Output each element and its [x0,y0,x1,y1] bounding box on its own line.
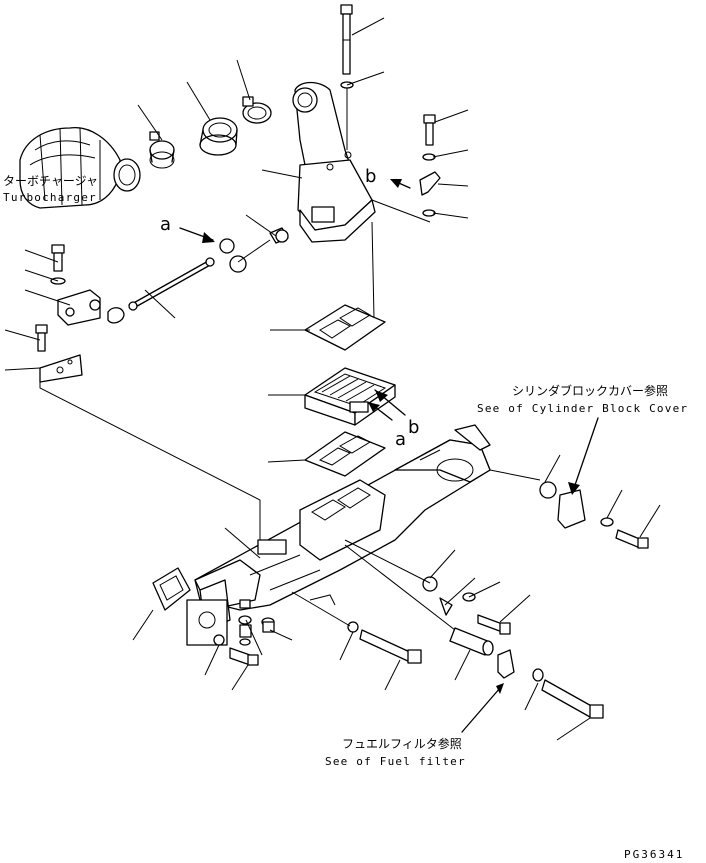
exhaust-elbow [292,81,376,243]
bolt-right-upper [371,114,441,223]
fuel-filter-label-en: See of Fuel filter [325,755,466,768]
bracket-lower [497,649,515,679]
drain-plug-2 [261,617,275,633]
long-bolt-right [532,668,604,719]
cylinder-cover-label-en: See of Cylinder Block Cover [477,402,688,415]
sensor-tube [107,257,215,324]
exhaust-manifold [186,424,491,646]
arrow-a-upper: a [160,214,215,243]
spacer-right [422,576,511,635]
cylinder-cover-label-jp: シリンダブロックカバー参照 [512,383,668,398]
sensor-bracket [35,244,101,383]
arrow-label-a: a [160,214,171,235]
drain-plug-1 [238,599,252,646]
fuel-filter-label-jp: フュエルフィルタ参照 [342,736,462,751]
long-bolt-top [340,4,354,150]
small-plug [269,227,289,244]
cylinder-cover-ref-arrow [568,417,599,495]
long-bolt-middle [347,621,422,664]
cylinder-cover-bracket [489,469,649,549]
arrow-b-upper: b [365,166,411,189]
reference-lines [39,380,456,631]
arrows-ab-middle: a b [368,389,419,450]
turbocharger-label-jp: ターボチャージャ [3,174,98,188]
arrow-label-b: b [365,166,376,187]
drawing-code: PG36341 [624,848,684,861]
bolt-lower-left [213,634,259,666]
hose-clamp-left [149,131,175,169]
arrow-label-a2: a [395,429,406,450]
spacer-tube [449,627,494,656]
turbocharger-body [19,126,141,209]
hose-clamp-right [242,96,272,124]
gasket-lower [304,431,386,477]
heat-shield-plate [304,367,396,426]
hose-sleeve [199,117,238,156]
callout-leaders [4,17,661,741]
turbocharger-label-en: Turbocharger [3,191,97,204]
gasket-upper [304,221,386,351]
fitting-a [219,238,247,273]
fuel-filter-ref-arrow [461,683,504,733]
manifold-cover-plate [152,567,191,611]
arrow-label-b2: b [408,417,419,438]
